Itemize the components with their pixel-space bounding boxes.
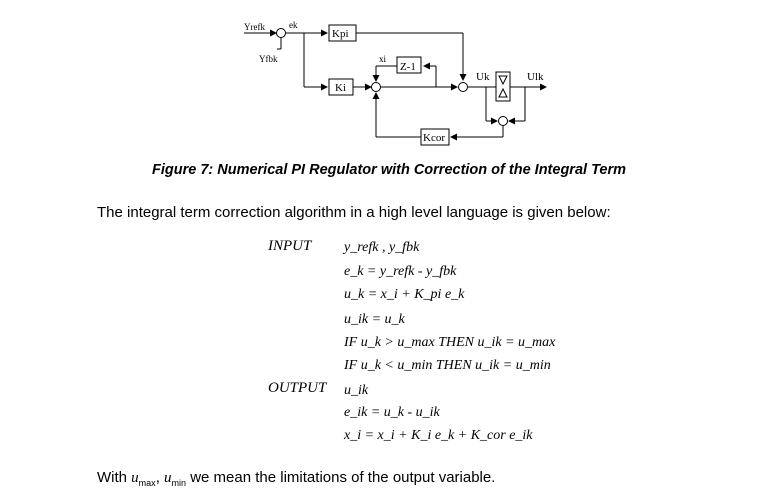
algorithm-line-1: y_refk , y_fbk xyxy=(344,240,420,255)
label-yrefk: Yrefk xyxy=(244,22,265,32)
label-xi: xi xyxy=(379,54,387,64)
output-keyword: OUTPUT xyxy=(268,380,327,396)
label-zinv: Z-1 xyxy=(400,61,416,73)
label-ek: ek xyxy=(289,20,298,30)
algorithm-line-8: e_ik = u_k - u_ik xyxy=(344,405,440,420)
label-ulk: Ulk xyxy=(527,71,544,83)
label-kpi: Kpi xyxy=(332,28,349,40)
algorithm-line-4: u_ik = u_k xyxy=(344,312,405,327)
algorithm-line-6: IF u_k < u_min THEN u_ik = u_min xyxy=(344,358,551,373)
algorithm-line-5: IF u_k > u_max THEN u_ik = u_max xyxy=(344,335,556,350)
algorithm-line-3: u_k = x_i + K_pi e_k xyxy=(344,287,465,302)
unit-delay-block xyxy=(396,56,422,74)
closing-sep: , xyxy=(155,469,160,486)
closing-prefix: With xyxy=(97,469,127,486)
label-yfbk: Yfbk xyxy=(259,54,278,64)
closing-var-umin: umin xyxy=(164,470,187,488)
algorithm-line-7: u_ik xyxy=(344,383,369,398)
closing-var-umax: umax xyxy=(131,470,156,488)
label-kcor: Kcor xyxy=(423,132,445,144)
input-keyword: INPUT xyxy=(268,238,312,254)
correction-junction xyxy=(498,116,508,126)
closing-suffix: we mean the limitations of the output va… xyxy=(190,469,496,486)
input-summing-junction xyxy=(276,28,286,38)
pi-regulator-diagram: Yrefk Yfbk ek xi Kpi Ki Z-1 Uk Ulk Kcor xyxy=(244,20,547,146)
label-ki: Ki xyxy=(335,82,346,94)
closing-sentence: With umax, umin we mean the limitations … xyxy=(97,469,495,488)
integrator-junction xyxy=(371,82,381,92)
intro-paragraph: The integral term correction algorithm i… xyxy=(97,204,611,221)
algorithm-line-2: e_k = y_refk - y_fbk xyxy=(344,264,457,279)
output-summing-junction xyxy=(458,82,468,92)
algorithm-line-9: x_i = x_i + K_i e_k + K_cor e_ik xyxy=(344,428,533,443)
label-uk: Uk xyxy=(476,71,490,83)
figure-caption: Figure 7: Numerical PI Regulator with Co… xyxy=(151,162,626,178)
